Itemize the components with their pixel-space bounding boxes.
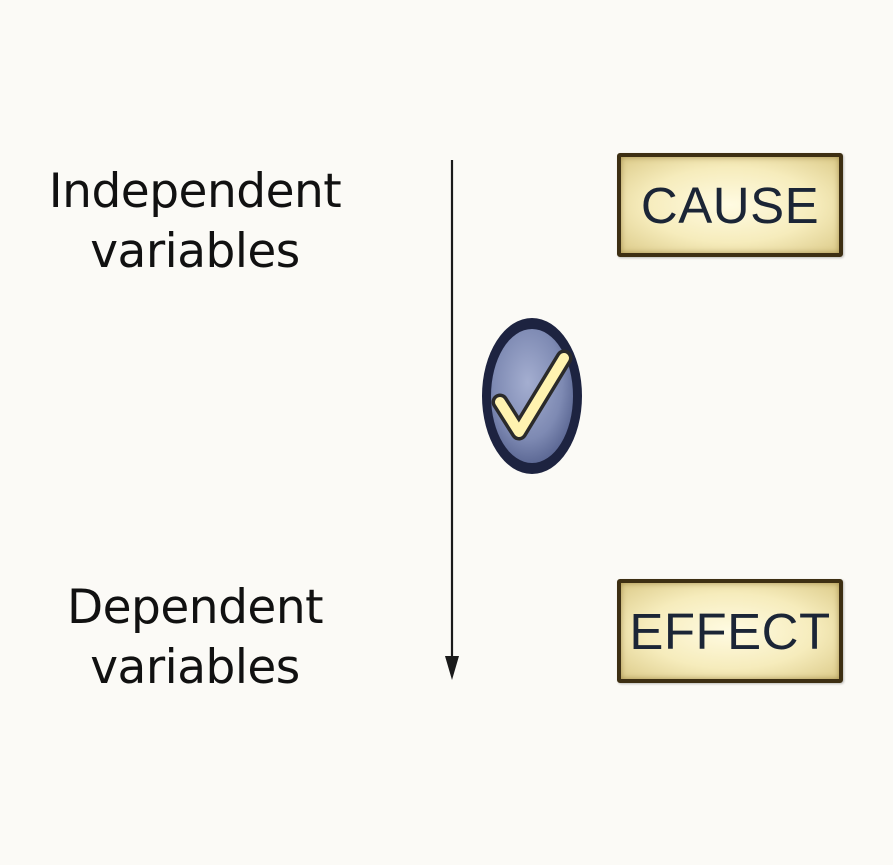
dependent-variables-label: Dependent variables	[40, 578, 350, 697]
independent-line-2: variables	[90, 223, 300, 279]
cause-box: CAUSE	[617, 153, 843, 257]
down-arrow-icon	[445, 160, 459, 680]
dependent-line-2: variables	[90, 639, 300, 695]
effect-box: EFFECT	[617, 579, 843, 683]
check-mark-icon	[482, 318, 582, 474]
independent-variables-label: Independent variables	[40, 162, 350, 281]
dependent-line-1: Dependent	[66, 580, 324, 635]
independent-line-1: Independent	[48, 164, 342, 219]
